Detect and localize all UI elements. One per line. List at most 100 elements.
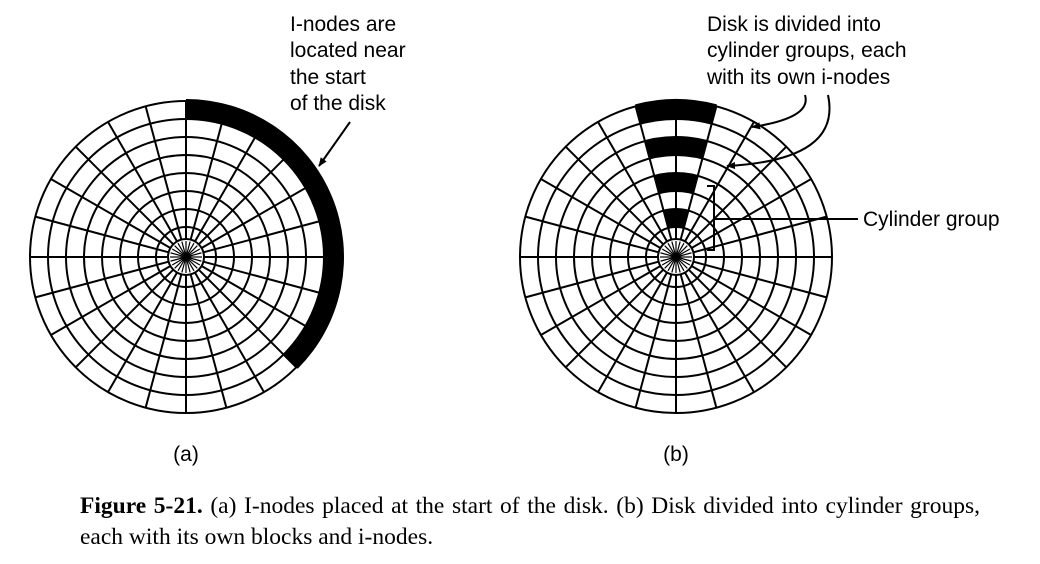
hub-spoke xyxy=(675,256,691,266)
track-circle xyxy=(645,226,707,288)
figure-caption: Figure 5-21. (a) I-nodes placed at the s… xyxy=(80,491,980,553)
hub-spoke xyxy=(185,256,201,266)
hub-spoke xyxy=(660,252,677,258)
track-circle xyxy=(657,238,695,276)
sector-divider xyxy=(50,265,171,336)
hub-spoke xyxy=(185,252,202,258)
hub-spoke xyxy=(675,256,681,273)
sector-divider xyxy=(693,215,827,254)
sector-divider xyxy=(684,121,755,242)
sector-divider xyxy=(634,274,673,408)
hub-spoke xyxy=(664,256,677,269)
track-circle xyxy=(555,136,797,378)
sector-divider xyxy=(634,106,673,240)
sector-divider xyxy=(691,265,812,336)
panel-b-annotation-arrow-outer xyxy=(751,94,807,130)
track-circle xyxy=(519,100,833,414)
hub-spoke xyxy=(181,241,187,258)
hub-spoke xyxy=(171,248,187,258)
hub-spoke xyxy=(667,242,677,258)
hub-spoke xyxy=(177,256,187,272)
sector-divider xyxy=(198,145,298,245)
panel-a-annotation-arrow xyxy=(318,121,351,167)
hub-spoke xyxy=(675,248,691,258)
hub-spoke xyxy=(675,256,685,272)
sector-divider xyxy=(74,269,174,369)
panel-b-annotation: Disk is divided into cylinder groups, ea… xyxy=(706,13,912,89)
hub-spoke xyxy=(660,256,677,262)
sector-divider xyxy=(107,272,178,393)
sector-divider xyxy=(564,145,664,245)
hub-spoke xyxy=(170,256,187,262)
sector-divider xyxy=(688,269,788,369)
sector-divider xyxy=(693,260,827,299)
hub-spoke xyxy=(675,252,692,258)
cylinder-group-label: Cylinder group xyxy=(863,208,1000,231)
hub-spoke xyxy=(185,256,191,273)
track-circle xyxy=(101,172,271,342)
hub-spoke xyxy=(661,248,677,258)
hub-spoke xyxy=(174,245,187,258)
disk-a xyxy=(29,99,344,414)
track-circle xyxy=(83,154,289,360)
figure-number: Figure 5-21. xyxy=(80,493,203,519)
track-circle xyxy=(65,136,307,378)
hub-spoke xyxy=(675,242,685,258)
sector-divider xyxy=(74,145,174,245)
sector-divider xyxy=(144,106,183,240)
hub-spoke xyxy=(675,245,688,258)
sector-divider xyxy=(203,260,337,299)
sector-divider xyxy=(201,178,322,249)
hub-spoke xyxy=(675,241,681,258)
sector-divider xyxy=(540,178,661,249)
sector-divider xyxy=(198,269,298,369)
cylinder-group-bracket xyxy=(707,185,722,251)
sector-divider xyxy=(597,121,668,242)
hub-spoke xyxy=(185,242,195,258)
track-circle xyxy=(609,190,743,324)
hub-spoke xyxy=(181,256,187,273)
track-circle xyxy=(155,226,217,288)
hub-spoke xyxy=(671,256,677,273)
hub-spoke xyxy=(185,256,195,272)
sector-divider xyxy=(201,265,322,336)
hub-spoke xyxy=(185,241,191,258)
hub-spoke xyxy=(675,256,688,269)
sector-divider xyxy=(189,106,228,240)
sector-divider xyxy=(691,178,812,249)
track-circle xyxy=(167,238,205,276)
hub-spoke xyxy=(174,256,187,269)
sector-divider xyxy=(597,272,668,393)
hub-spoke xyxy=(170,252,187,258)
track-circle xyxy=(573,154,779,360)
sector-divider xyxy=(144,274,183,408)
panel-b-label: (b) xyxy=(663,443,689,466)
sector-divider xyxy=(194,121,265,242)
track-circle xyxy=(119,190,253,324)
panel-a-annotation: I-nodes are located near the start of th… xyxy=(290,13,411,115)
hub-spoke xyxy=(171,256,187,266)
track-circle xyxy=(137,208,235,306)
sector-divider xyxy=(35,215,169,254)
sector-divider xyxy=(194,272,265,393)
panel-b-annotation-arrow-inner xyxy=(726,94,831,170)
hub-spoke xyxy=(661,256,677,266)
hub-spoke xyxy=(185,256,202,262)
sector-divider xyxy=(679,274,718,408)
hub-spoke xyxy=(185,248,201,258)
hub-spoke xyxy=(177,242,187,258)
sector-divider xyxy=(189,274,228,408)
sector-divider xyxy=(540,265,661,336)
track-circle xyxy=(627,208,725,306)
inode-region xyxy=(186,99,344,369)
disk-b xyxy=(519,98,833,414)
sector-divider xyxy=(684,272,755,393)
sector-divider xyxy=(203,215,337,254)
panel-a-label: (a) xyxy=(173,443,199,466)
track-circle xyxy=(591,172,761,342)
sector-divider xyxy=(35,260,169,299)
hub-spoke xyxy=(671,241,677,258)
track-circle xyxy=(537,118,815,396)
sector-divider xyxy=(525,215,659,254)
